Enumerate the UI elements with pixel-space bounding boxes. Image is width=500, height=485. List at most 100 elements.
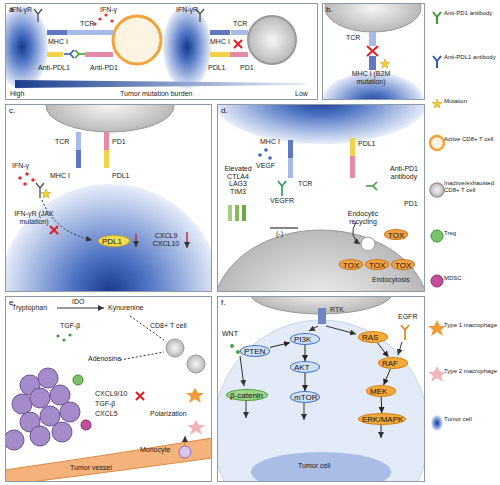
checkpoint-receptor: [228, 205, 232, 221]
node-text: AKT: [294, 363, 310, 372]
pathway-oval: PDL1: [98, 235, 130, 247]
inactive-t-cell: [217, 230, 425, 292]
tcr-receptor: [76, 132, 81, 150]
annotation-label: Tumor vessel: [70, 464, 112, 472]
annotation-label: PDL1: [208, 64, 226, 72]
block-cross: [50, 226, 58, 234]
annotation-label: Endocytic recycling: [345, 210, 381, 225]
node-text: TOX: [388, 231, 404, 240]
panel-letter: f.: [221, 298, 225, 307]
annotation-label: Elevated CTLA4 LAG3 TIM3: [222, 165, 254, 196]
annotation-label: PD1: [112, 138, 126, 146]
treg-icon: [431, 230, 443, 242]
annotation-label: PDL1: [358, 140, 376, 148]
recycling-arrow: [353, 222, 360, 244]
inactive-t-cell: [187, 355, 205, 373]
panel-box: b.: [322, 3, 425, 100]
mhc-receptor: [47, 30, 67, 35]
ifn-dot: [98, 17, 101, 20]
type1-macrophage: [186, 388, 204, 403]
treg-cell: [73, 375, 83, 385]
node-text: TOX: [395, 261, 411, 270]
tumor-cell-icon: [431, 415, 443, 431]
annotation-label: Anti-PD1 antibody: [385, 165, 423, 180]
annotation-label: WNT: [222, 330, 238, 338]
annotation-label: IFN-γR (JAK mutation): [8, 210, 60, 225]
mhc-receptor: [369, 56, 376, 70]
legend-text: Active CD8+ T cell: [444, 136, 500, 143]
signal-arrow: [381, 397, 383, 413]
inhibition-line: [120, 352, 164, 360]
pd1-receptor: [350, 156, 355, 178]
ifn-dot: [110, 19, 113, 22]
annotation-label: MHC I: [48, 38, 68, 46]
legend-text: Tumor cell: [444, 416, 500, 423]
checkpoint-receptor: [242, 205, 246, 221]
pathway-oval: TOX: [339, 259, 363, 270]
egfr-receptor: [401, 325, 409, 340]
decrease-arrow: [135, 234, 136, 247]
annotation-label: Adenosine: [88, 355, 121, 363]
decrease-arrow: [186, 232, 187, 248]
annotation-label: Polarization: [150, 410, 187, 418]
pathway-oval: PTEN: [240, 345, 270, 357]
inactive-t-cell: [325, 3, 421, 32]
panel-letter: d.: [221, 106, 228, 115]
annotation-label: Anti-PDL1: [38, 64, 70, 72]
node-text: PTEN: [244, 347, 265, 356]
tumor-cell: [163, 5, 211, 89]
signal-arrow-art: [240, 356, 244, 386]
annotation-label: TCR: [233, 20, 247, 28]
active-t-cell-icon: [430, 136, 444, 150]
block-cross: [136, 392, 144, 400]
block-cross: [234, 40, 242, 48]
signal-arrow-art: [304, 403, 305, 420]
legend-text: Type 2 macrophage: [444, 368, 500, 375]
node-text: TOX: [369, 261, 385, 270]
annotation-label: VEGF: [256, 162, 275, 170]
annotation-label: MHC I: [50, 172, 70, 180]
annotation-label: CXCL9/10: [95, 390, 127, 398]
panel-box: f.PTENPI3KRASAKTRAFMEKβ-cateninmTORERK/M…: [217, 296, 425, 482]
vegf-dot: [264, 148, 268, 152]
panel-box: a.: [5, 3, 318, 100]
annotation-label: Tumor cell: [298, 462, 330, 470]
pathway-oval: AKT: [290, 361, 320, 373]
pathway-oval: PI3K: [290, 333, 320, 345]
pathway-oval: β-catenin: [226, 389, 268, 401]
tumor-cluster-cell: [38, 368, 58, 388]
pathway-oval: TOX: [384, 229, 408, 240]
annotation-label: CXCL5: [95, 410, 118, 418]
mdsc-cell: [81, 420, 91, 430]
legend-text: MDSC: [444, 275, 500, 282]
annotation-label: High: [10, 90, 24, 98]
ifn-dot: [31, 178, 35, 182]
panel-c-art: [5, 104, 212, 292]
tumor-nucleus: [251, 452, 391, 482]
annotation-label: TGF-β: [60, 322, 80, 330]
tumor-cell: [5, 5, 48, 89]
annotation-label: RTK: [330, 306, 344, 314]
type1-macrophage-icon: [428, 320, 446, 336]
polarization-arrow: [184, 436, 185, 445]
node-text: PI3K: [294, 335, 311, 344]
legend-text: Mutation: [444, 98, 500, 105]
vegf-dot: [268, 156, 272, 160]
annotation-label: MHC I: [260, 138, 280, 146]
panel-letter: b.: [326, 5, 333, 14]
annotation-label: TGF-β: [95, 400, 115, 408]
panel-b-art: [322, 3, 425, 100]
annotation-label: IFN-γ: [100, 6, 117, 14]
pathway-oval: RAF: [378, 357, 408, 369]
inactive-t-cell: [46, 104, 174, 132]
monocyte-cell: [179, 446, 191, 458]
tumor-cluster-cell: [12, 394, 32, 414]
tumor-cell: [217, 320, 425, 482]
mhc-receptor: [210, 30, 230, 35]
panel-e-art: [5, 308, 212, 482]
legend-text: Anti-PD1 antibody: [444, 10, 500, 17]
pdl1-receptor: [47, 52, 63, 57]
annotation-label: Low: [295, 90, 308, 98]
